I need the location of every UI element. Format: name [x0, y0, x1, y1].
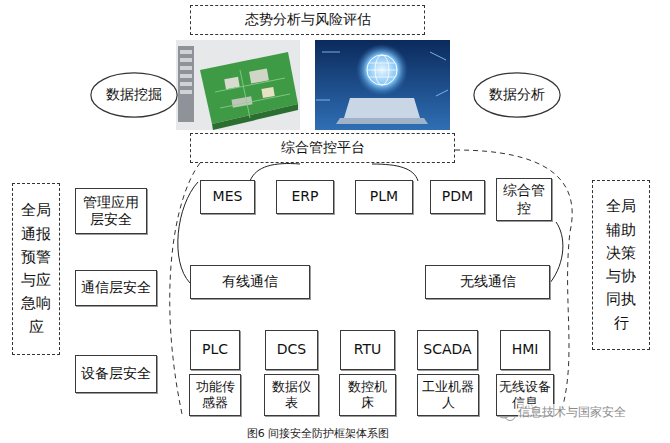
node-text: PDM: [438, 186, 477, 208]
side-panel: 全局辅助决策与协同执行: [592, 180, 650, 350]
field-box: 功能传感器: [189, 374, 241, 416]
framework-curves: [170, 150, 572, 416]
device-box: SCADA: [417, 330, 478, 370]
node-text: DCS: [273, 339, 310, 361]
device-box: DCS: [265, 330, 318, 370]
node-text: 全局辅助决策与协同执行: [606, 195, 636, 335]
figure-caption: 图6 间接安全防护框架体系图: [247, 426, 390, 441]
title-box: 态势分析与风险评估: [190, 5, 425, 35]
platform-box: 综合管控平台: [190, 133, 455, 163]
system-box: ERP: [276, 180, 334, 214]
analysis-ellipse: 数据分析: [473, 72, 561, 118]
node-text: 数控机床: [340, 378, 395, 411]
network-illustration: [315, 40, 450, 130]
node-text: 全局通报预警与应急响应: [21, 199, 51, 339]
system-box: MES: [200, 180, 255, 214]
node-text: 数据仪表: [265, 378, 318, 411]
node-text: RTU: [350, 339, 386, 361]
node-text: 工业机器人: [418, 378, 478, 411]
side-panel: 全局通报预警与应急响应: [12, 183, 60, 355]
node-text: 通信层安全: [77, 277, 155, 299]
field-box: 数控机床: [339, 374, 396, 416]
system-box: PDM: [430, 180, 485, 214]
system-box: PLM: [355, 180, 413, 214]
layer-box: 设备层安全: [75, 355, 157, 393]
layer-box: 通信层安全: [75, 270, 157, 306]
layer-box: 管理应用层安全: [75, 188, 147, 234]
node-text: HMI: [508, 339, 543, 361]
node-text: PLM: [366, 186, 402, 208]
network-box: 无线通信: [425, 265, 550, 299]
network-box: 有线通信: [190, 265, 310, 299]
device-box: HMI: [500, 330, 550, 370]
system-box: 综合管控: [496, 178, 552, 221]
field-box: 工业机器人: [417, 374, 479, 416]
node-text: 有线通信: [218, 271, 282, 293]
node-text: MES: [209, 186, 247, 208]
watermark-text: 信息技术与国家安全: [518, 404, 626, 421]
field-box: 数据仪表: [264, 374, 319, 416]
node-text: 功能传感器: [190, 378, 240, 411]
node-text: 数据挖掘: [102, 84, 166, 106]
analysis-ellipse: 数据挖掘: [90, 72, 178, 118]
device-box: PLC: [190, 330, 240, 370]
board-illustration: [176, 40, 300, 130]
node-text: 综合管控: [497, 180, 551, 219]
node-text: PLC: [198, 339, 232, 361]
node-text: 管理应用层安全: [76, 192, 146, 231]
node-text: 综合管控平台: [277, 137, 369, 159]
node-text: 态势分析与风险评估: [241, 9, 375, 31]
node-text: 数据分析: [485, 84, 549, 106]
device-box: RTU: [340, 330, 395, 370]
node-text: 设备层安全: [77, 363, 155, 385]
node-text: 无线通信: [456, 271, 520, 293]
node-text: ERP: [287, 186, 322, 208]
node-text: SCADA: [419, 339, 475, 361]
